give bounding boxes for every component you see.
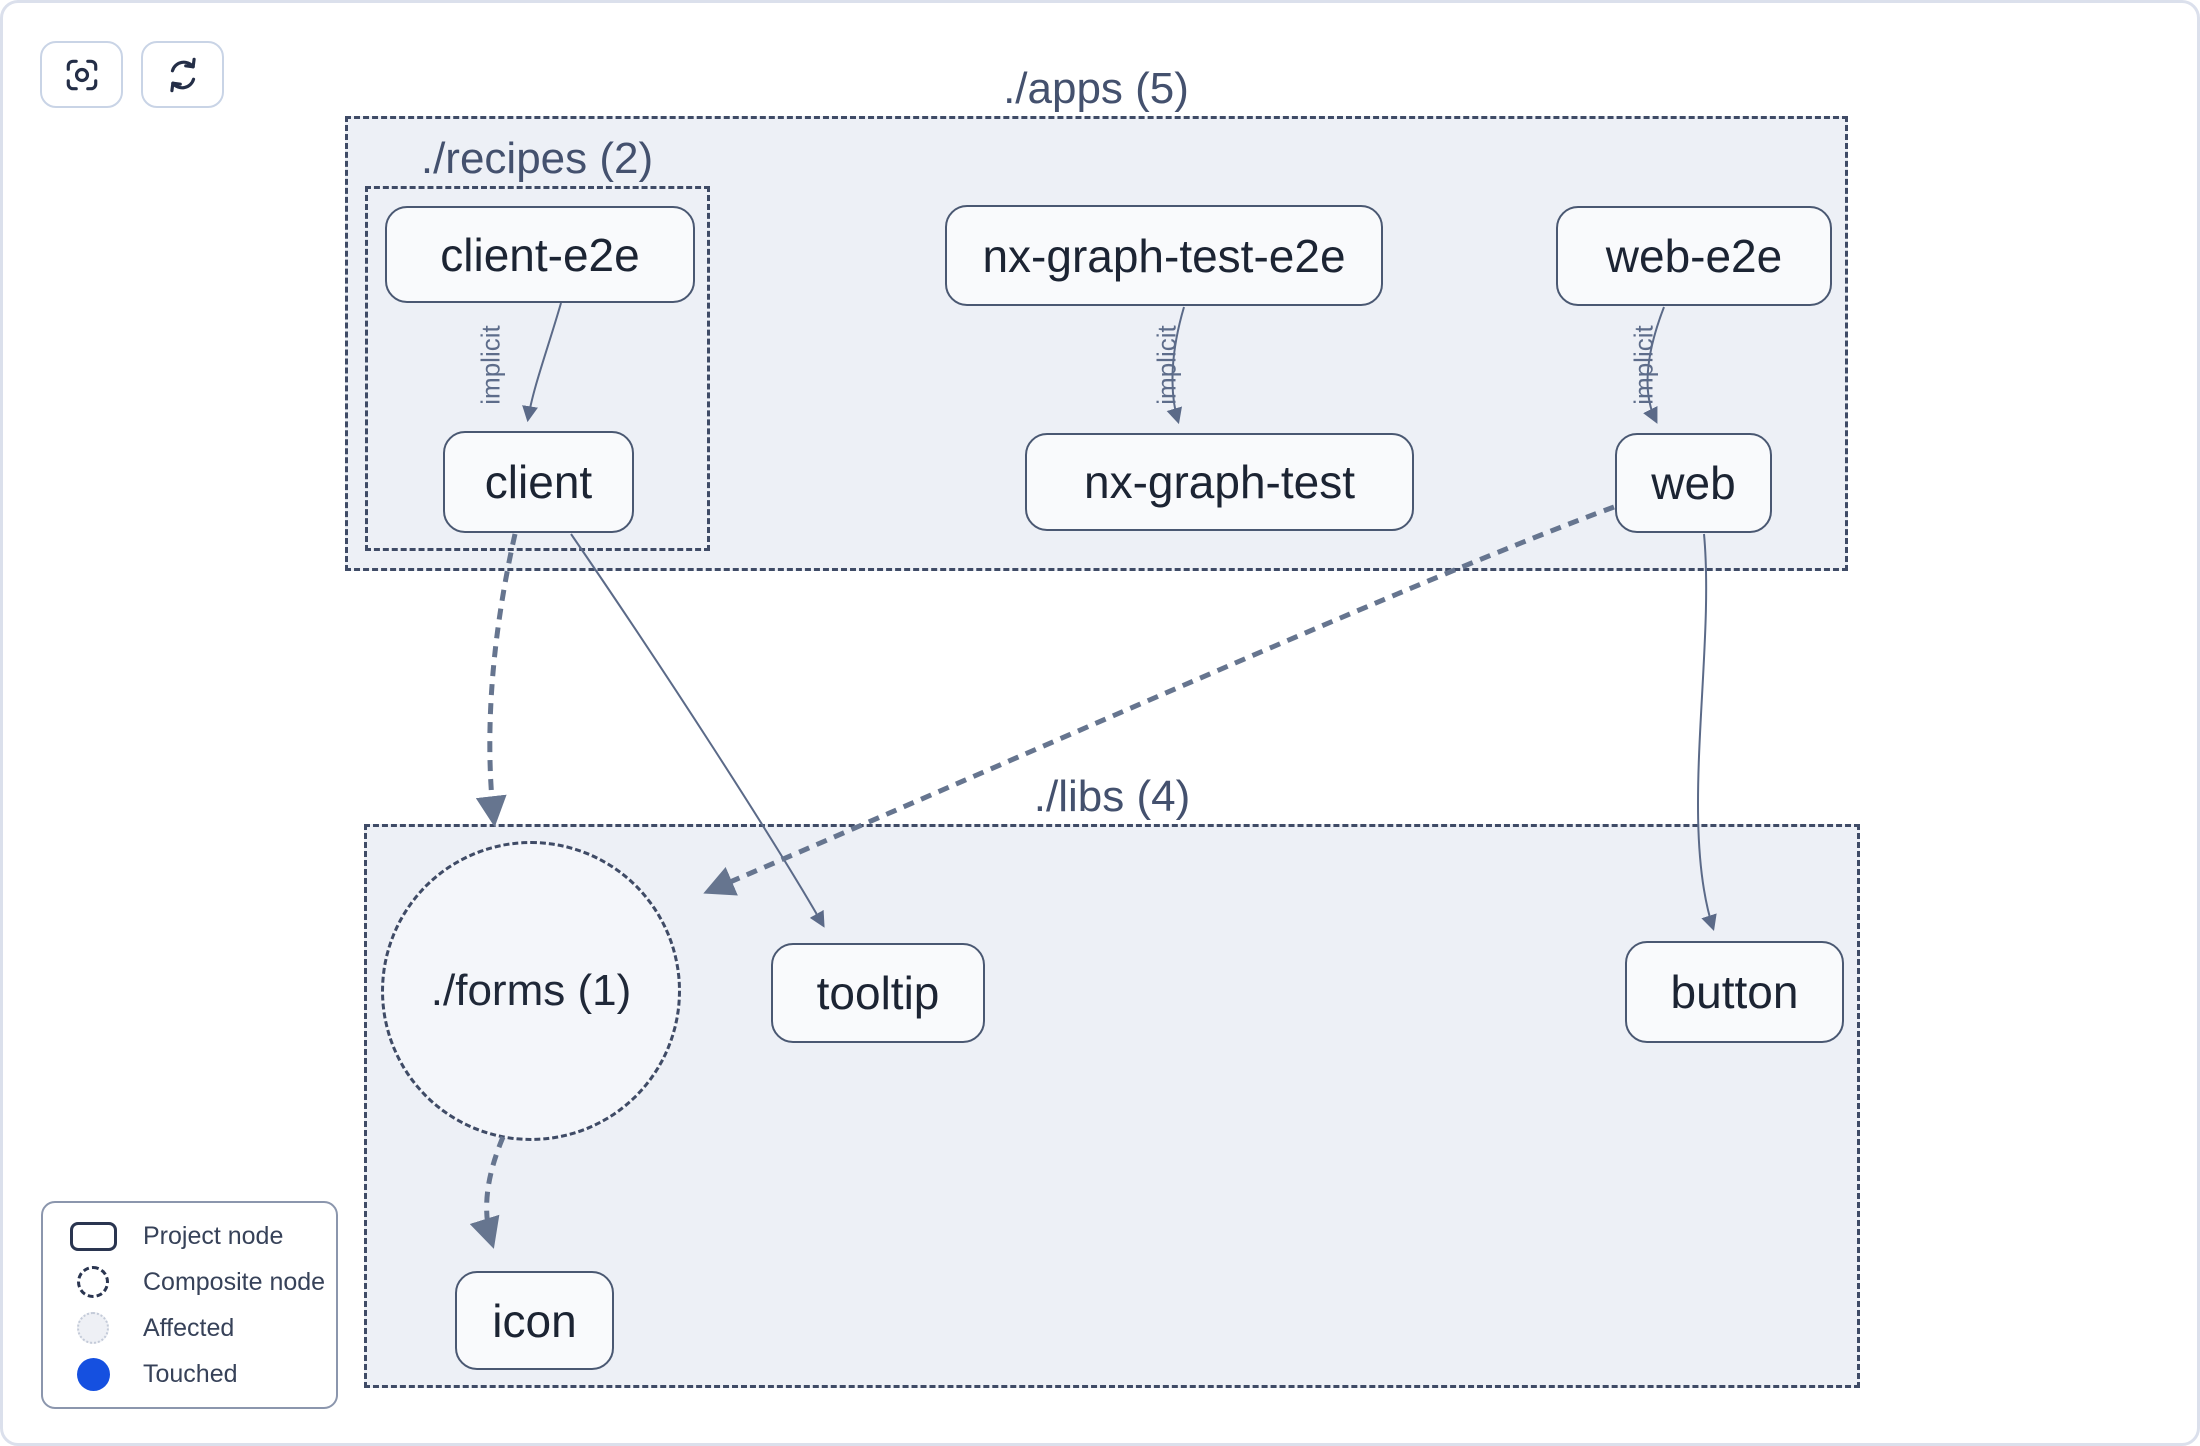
legend-label: Affected xyxy=(143,1313,235,1342)
edge-client-to-forms[interactable] xyxy=(475,533,518,828)
edge-label-implicit: implicit xyxy=(475,325,506,405)
composite-node-forms[interactable]: ./forms (1) xyxy=(381,841,681,1141)
composite-node-forms-label: ./forms (1) xyxy=(430,966,632,1015)
refresh-graph-button[interactable] xyxy=(141,41,224,108)
project-node-web-e2e[interactable]: web-e2e xyxy=(1556,206,1832,306)
legend-label: Project node xyxy=(143,1221,284,1250)
focus-icon xyxy=(66,59,97,90)
legend-label: Touched xyxy=(143,1359,238,1388)
project-node-nx-graph-test[interactable]: nx-graph-test xyxy=(1025,433,1414,531)
project-node-icon xyxy=(69,1221,117,1251)
project-node-button[interactable]: button xyxy=(1625,941,1844,1043)
container-recipes[interactable] xyxy=(365,186,710,551)
legend-label: Composite node xyxy=(143,1267,326,1296)
legend-item-affected: Affected xyxy=(43,1305,336,1351)
center-graph-button[interactable] xyxy=(40,41,123,108)
container-libs-label: ./libs (4) xyxy=(1033,772,1191,821)
project-node-tooltip[interactable]: tooltip xyxy=(771,943,985,1043)
refresh-icon xyxy=(169,57,196,92)
project-node-nx-graph-test-e2e[interactable]: nx-graph-test-e2e xyxy=(945,205,1383,306)
legend-item-touched: Touched xyxy=(43,1351,336,1397)
container-recipes-label: ./recipes (2) xyxy=(420,134,654,183)
touched-icon xyxy=(76,1357,110,1391)
project-node-web[interactable]: web xyxy=(1615,433,1772,533)
legend-item-composite-node: Composite node xyxy=(43,1259,336,1305)
container-apps-label: ./apps (5) xyxy=(1003,64,1189,113)
composite-node-icon xyxy=(77,1266,109,1298)
legend-item-project-node: Project node xyxy=(43,1213,336,1259)
edge-label-implicit: implicit xyxy=(1628,325,1659,405)
edge-label-implicit: implicit xyxy=(1151,325,1182,405)
affected-icon xyxy=(77,1312,109,1344)
project-node-icon[interactable]: icon xyxy=(455,1271,614,1370)
project-node-client[interactable]: client xyxy=(443,431,634,533)
legend-panel: Project node Composite node Affected Tou… xyxy=(41,1201,338,1409)
project-node-client-e2e[interactable]: client-e2e xyxy=(385,206,695,303)
